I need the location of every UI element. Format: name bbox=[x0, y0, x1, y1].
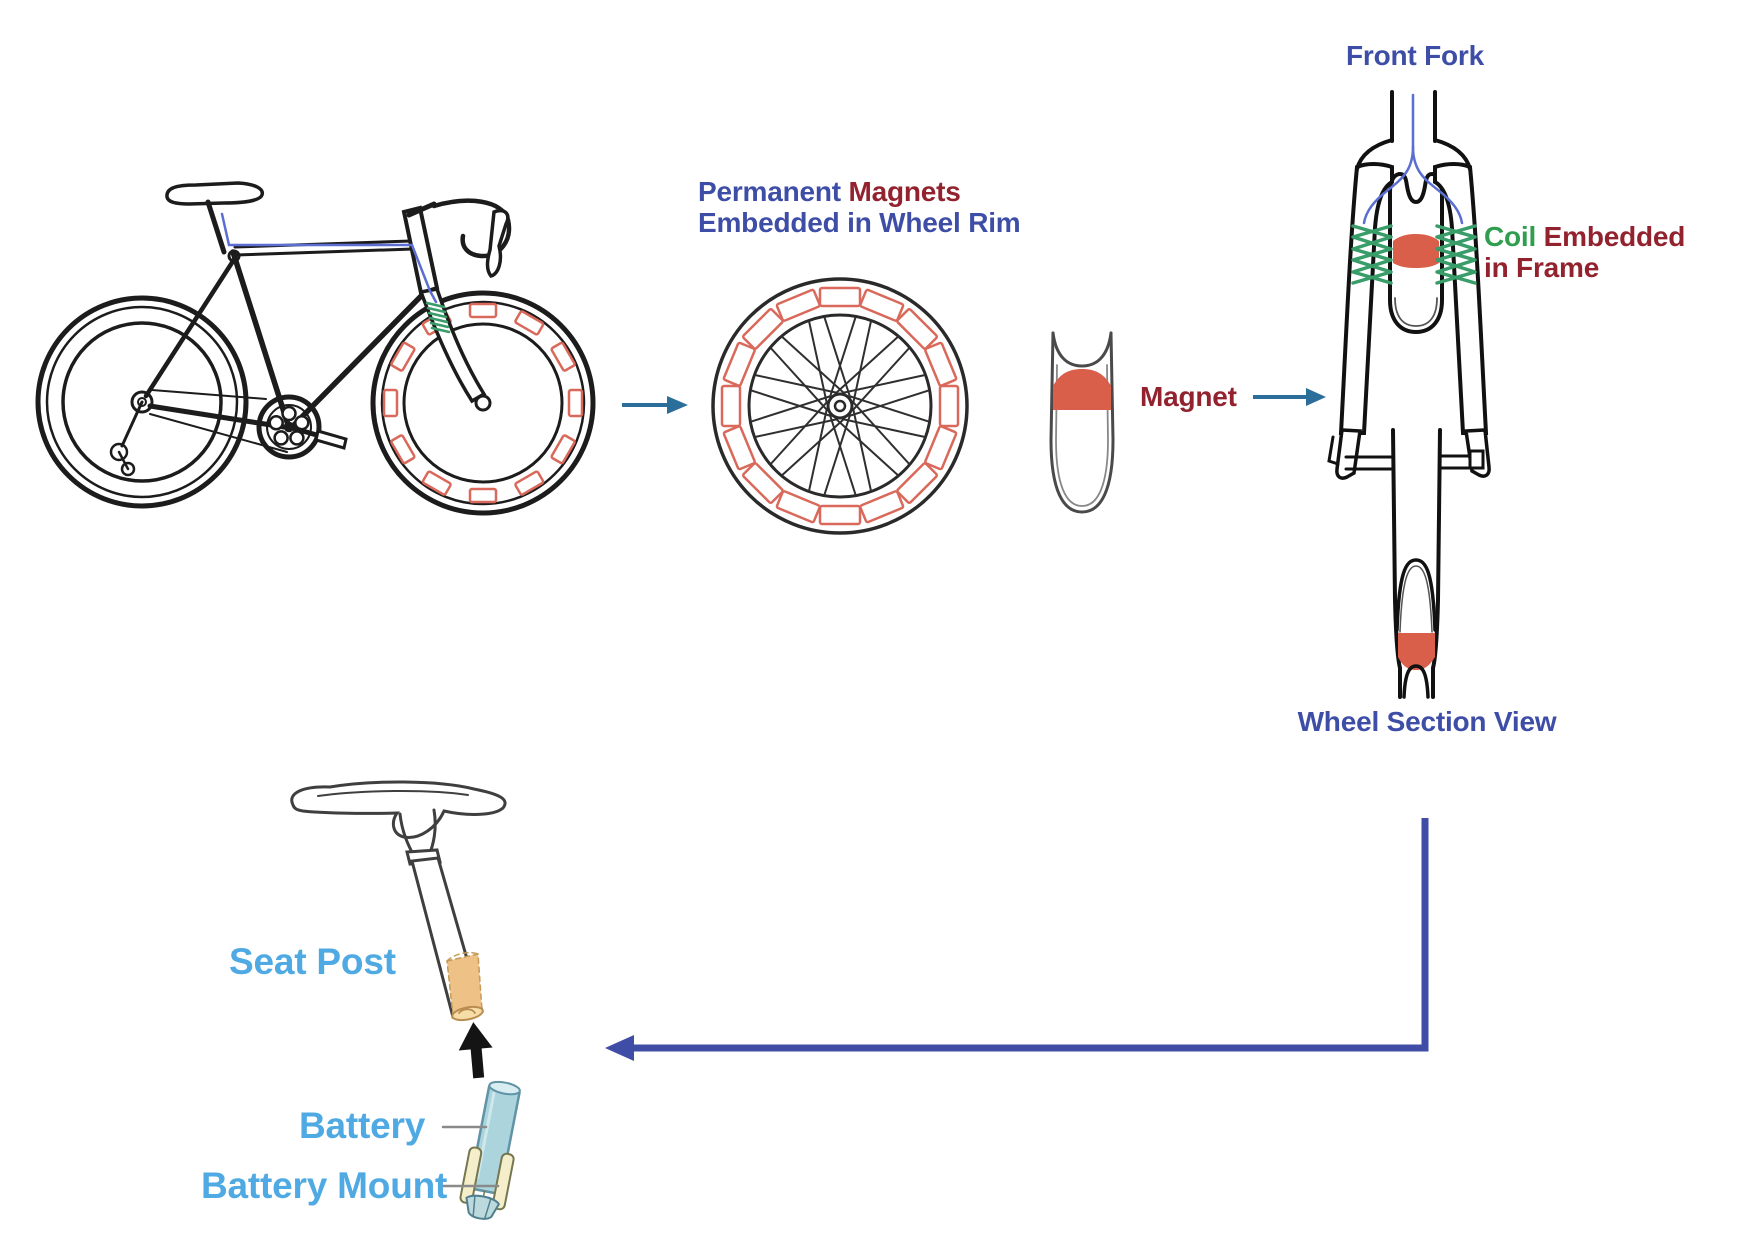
bike-saddle bbox=[165, 181, 265, 263]
bike-crankset bbox=[256, 394, 348, 460]
bike-front-wheel bbox=[370, 290, 596, 516]
front-fork-label: Front Fork bbox=[1346, 40, 1484, 71]
bicycle-illustration bbox=[35, 181, 596, 516]
fork-right-leg bbox=[1433, 162, 1489, 435]
flow-arrow-right-1 bbox=[622, 396, 688, 414]
coil-embedded-label-line2: in Frame bbox=[1484, 252, 1600, 283]
insert-arrow-up bbox=[458, 1022, 493, 1079]
fork-upper-magnet bbox=[1393, 234, 1439, 268]
bike-fork-coil bbox=[425, 301, 451, 334]
fork-coil-right bbox=[1435, 224, 1477, 285]
saddle bbox=[290, 780, 507, 866]
permanent-magnets-label-part2: Magnets bbox=[848, 176, 961, 207]
flow-arrow-right-2 bbox=[1253, 388, 1326, 406]
fork-dropouts bbox=[1327, 428, 1491, 480]
wheel-magnets-illustration bbox=[711, 277, 969, 535]
fork-lower-magnet bbox=[1398, 633, 1435, 670]
fork-wire bbox=[1362, 93, 1464, 225]
battery-mount-label: Battery Mount bbox=[201, 1165, 448, 1206]
permanent-magnets-label-part1: Permanent bbox=[698, 176, 849, 207]
bike-wire bbox=[220, 212, 438, 304]
seat-post-illustration bbox=[290, 780, 521, 1220]
battery-mount-illustration bbox=[459, 1146, 515, 1220]
fork-lower-wheel-section bbox=[1391, 428, 1442, 699]
battery-label: Battery bbox=[299, 1105, 426, 1146]
front-fork-illustration bbox=[1327, 90, 1491, 699]
coil-embedded-label-part1: Coil bbox=[1484, 221, 1537, 252]
permanent-magnets-label-line2: Embedded in Wheel Rim bbox=[698, 207, 1021, 238]
bike-magnet-ring bbox=[382, 302, 584, 504]
flow-arrow-return bbox=[605, 818, 1429, 1061]
battery-illustration bbox=[459, 1080, 521, 1220]
rim-magnet bbox=[1053, 369, 1111, 410]
fork-coil-left bbox=[1351, 224, 1393, 285]
seat-post-label: Seat Post bbox=[229, 941, 396, 982]
rim-cross-section-illustration bbox=[1049, 331, 1115, 514]
seat-post-tube bbox=[410, 856, 484, 1022]
fork-left-leg bbox=[1338, 162, 1394, 435]
magnet-label: Magnet bbox=[1140, 381, 1237, 412]
bike-rear-derailleur bbox=[109, 400, 144, 477]
coil-embedded-label-part2: Embedded bbox=[1536, 221, 1686, 252]
bike-rear-wheel bbox=[35, 295, 249, 509]
wheel-section-view-label: Wheel Section View bbox=[1297, 706, 1557, 737]
permanent-magnets-label: Permanent Magnets Embedded in Wheel Rim bbox=[698, 176, 1021, 238]
seat-post-battery-socket bbox=[446, 951, 484, 1022]
coil-embedded-label: Coil Embedded in Frame bbox=[1484, 221, 1685, 283]
